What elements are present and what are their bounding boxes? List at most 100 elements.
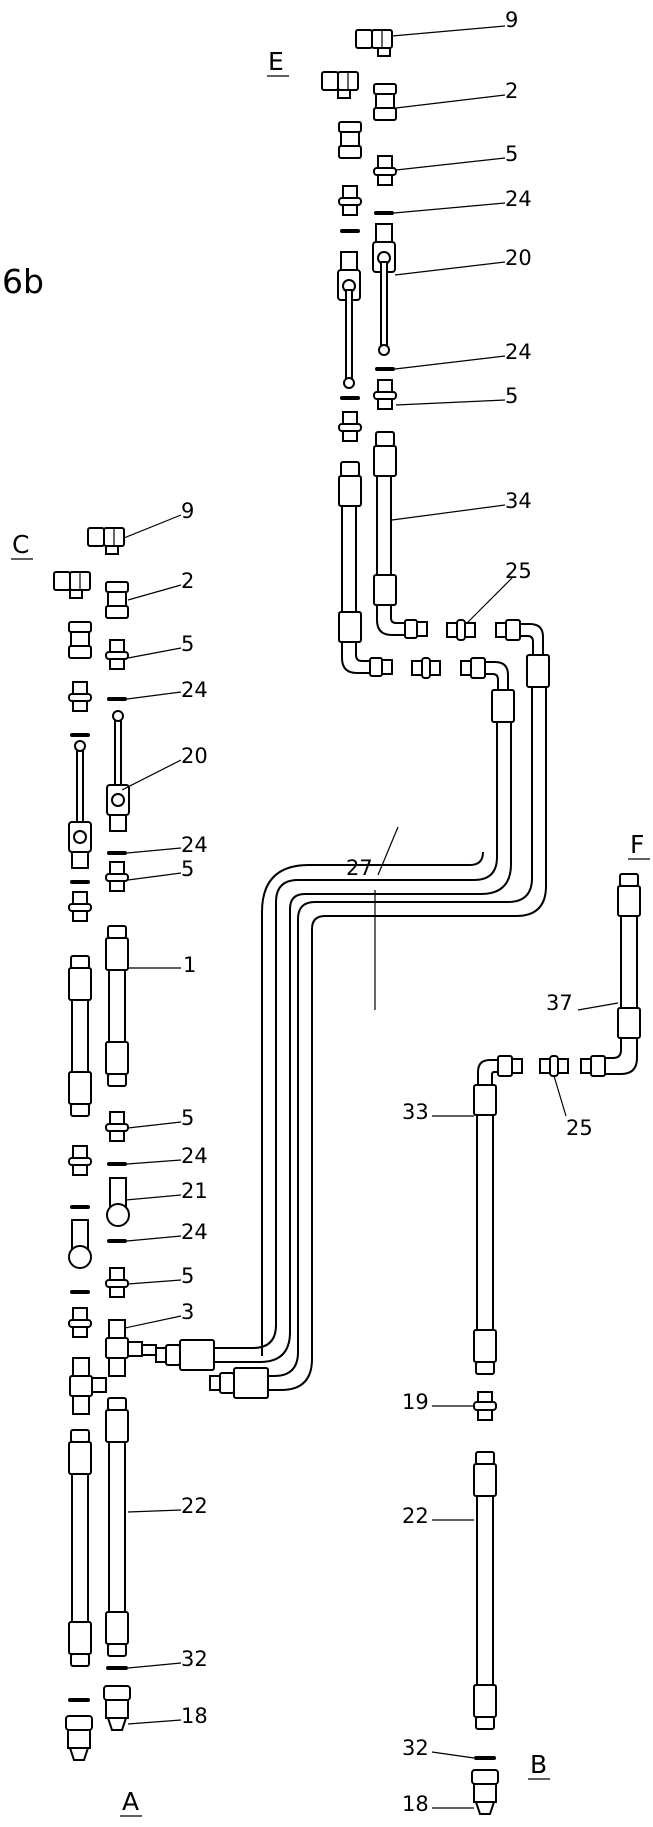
elbow-fitting-icon	[355, 29, 393, 57]
quick-coupler-icon	[471, 1769, 499, 1815]
nipple-fitting-icon	[68, 891, 92, 922]
seal-ring-icon	[374, 211, 394, 215]
nipple-fitting-icon	[105, 639, 129, 670]
leader-lines	[121, 25, 619, 1809]
double-nipple-icon	[446, 619, 476, 641]
hose-assembly-icon	[373, 431, 428, 639]
callout-37: 37	[546, 991, 573, 1015]
hose-assembly-icon	[473, 1055, 523, 1375]
callout-24: 24	[181, 678, 208, 702]
seal-ring-icon	[107, 1239, 127, 1243]
double-nipple-icon	[411, 657, 441, 679]
coupling-nut-icon	[338, 121, 362, 159]
hose-assembly-icon	[68, 1429, 92, 1667]
callout-18: 18	[402, 1792, 429, 1816]
hose-assembly-icon	[105, 1397, 129, 1657]
nipple-fitting-icon	[338, 185, 362, 216]
seal-ring-icon	[107, 1162, 127, 1166]
callout-numbers: 9 2 5 24 20 24 5 34 25 9 2 5 24 20 24 5 …	[181, 8, 593, 1816]
callout-5: 5	[181, 632, 194, 656]
seal-ring-icon	[107, 697, 127, 701]
tee-fitting-icon	[69, 1357, 107, 1415]
seal-ring-icon	[340, 396, 360, 400]
nipple-fitting-icon	[338, 411, 362, 442]
section-label-a: A	[120, 1787, 142, 1817]
nipple-fitting-icon	[105, 1111, 129, 1142]
svg-text:B: B	[530, 1750, 547, 1779]
callout-1: 1	[183, 953, 196, 977]
callout-33: 33	[402, 1100, 429, 1124]
hose-assembly-icon	[473, 1451, 497, 1730]
callout-9: 9	[181, 499, 194, 523]
seal-ring-icon	[70, 1290, 90, 1294]
nipple-fitting-icon	[373, 379, 397, 410]
callout-5: 5	[181, 857, 194, 881]
group-c-parts	[53, 527, 157, 1761]
elbow-fitting-icon	[87, 527, 125, 555]
ball-valve-icon	[106, 710, 130, 832]
seal-ring-icon	[68, 1698, 90, 1702]
callout-5: 5	[505, 142, 518, 166]
callout-20: 20	[505, 246, 532, 270]
callout-5: 5	[505, 384, 518, 408]
elbow-fitting-icon	[321, 71, 359, 99]
callout-24: 24	[505, 187, 532, 211]
group-f-b-parts	[471, 873, 641, 1815]
nipple-fitting-icon	[373, 155, 397, 186]
section-label-e: E	[267, 47, 289, 77]
coupling-nut-icon	[373, 83, 397, 121]
hose-assembly-icon	[338, 461, 393, 677]
callout-27: 27	[346, 856, 373, 880]
callout-21: 21	[181, 1179, 208, 1203]
ball-valve-icon	[337, 251, 361, 389]
callout-24: 24	[505, 340, 532, 364]
callout-25: 25	[566, 1116, 593, 1140]
nipple-fitting-icon	[68, 681, 92, 712]
check-valve-icon	[68, 1219, 92, 1269]
section-label-b: B	[528, 1750, 550, 1780]
hose-assembly-icon	[105, 925, 129, 1087]
check-valve-icon	[106, 1177, 130, 1227]
quick-coupler-icon	[103, 1685, 131, 1731]
seal-ring-icon	[106, 1666, 128, 1670]
double-nipple-icon	[539, 1055, 569, 1077]
ball-valve-icon	[372, 223, 396, 356]
callout-32: 32	[181, 1647, 208, 1671]
svg-text:C: C	[12, 530, 29, 559]
seal-ring-icon	[340, 229, 360, 233]
callout-24: 24	[181, 1144, 208, 1168]
nipple-fitting-icon	[105, 1267, 129, 1298]
seal-ring-icon	[70, 880, 90, 884]
callout-24: 24	[181, 833, 208, 857]
callout-5: 5	[181, 1264, 194, 1288]
section-label-f: F	[628, 830, 650, 860]
long-hose-27-icon	[155, 619, 550, 1399]
ball-valve-icon	[68, 740, 92, 869]
callout-22: 22	[181, 1494, 208, 1518]
group-e-parts	[321, 29, 476, 679]
callout-19: 19	[402, 1390, 429, 1414]
coupling-nut-icon	[105, 581, 129, 619]
callout-5: 5	[181, 1106, 194, 1130]
nipple-fitting-icon	[473, 1391, 497, 1421]
seal-ring-icon	[70, 733, 90, 737]
callout-25: 25	[505, 559, 532, 583]
svg-text:E: E	[268, 47, 284, 76]
nipple-fitting-icon	[68, 1145, 92, 1176]
seal-ring-icon	[107, 851, 127, 855]
callout-2: 2	[505, 79, 518, 103]
callout-20: 20	[181, 744, 208, 768]
hose-assembly-icon	[580, 873, 641, 1077]
svg-text:A: A	[122, 1787, 139, 1816]
elbow-fitting-icon	[53, 571, 91, 599]
figure-label: 6b	[2, 262, 44, 301]
coupling-nut-icon	[68, 621, 92, 659]
callout-24: 24	[181, 1220, 208, 1244]
callout-34: 34	[505, 489, 532, 513]
quick-coupler-icon	[65, 1715, 93, 1761]
nipple-fitting-icon	[68, 1307, 92, 1338]
tee-fitting-icon	[105, 1319, 157, 1377]
callout-9: 9	[505, 8, 518, 32]
callout-2: 2	[181, 569, 194, 593]
callout-32: 32	[402, 1736, 429, 1760]
